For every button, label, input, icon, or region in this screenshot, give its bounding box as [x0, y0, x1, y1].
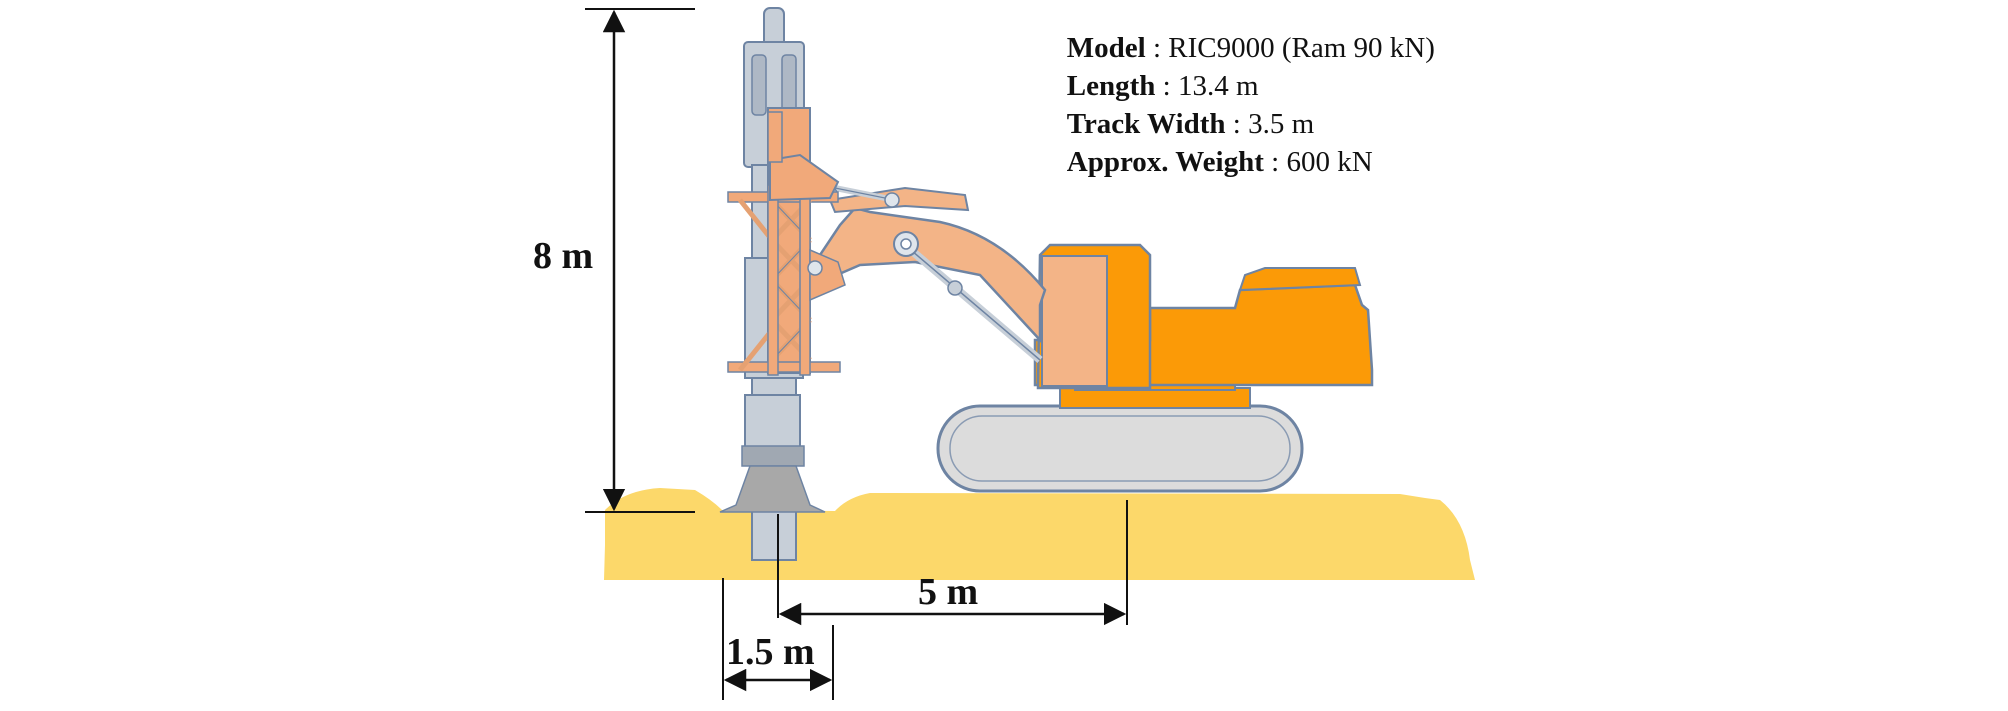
spec-block: Model : RIC9000 (Ram 90 kN) Length : 13.…	[1016, 32, 1471, 178]
base-plate	[719, 465, 826, 513]
cab-window	[1041, 255, 1108, 387]
model-label: Model	[1067, 32, 1146, 64]
spec-track-width: Track Width : 3.5 m	[1016, 108, 1350, 140]
mast-head	[769, 153, 840, 202]
mast-column-right	[799, 184, 811, 376]
weight-separator: :	[1264, 146, 1287, 178]
hammer-foot-block	[744, 394, 801, 451]
length-value: 13.4 m	[1178, 70, 1259, 102]
track-width-label: Track Width	[1067, 108, 1226, 140]
weight-value: 600 kN	[1286, 146, 1372, 178]
track-inner	[949, 415, 1291, 482]
mast-pin	[807, 260, 823, 276]
weight-label: Approx. Weight	[1067, 146, 1264, 178]
mast-guide	[767, 111, 783, 163]
track-width-separator: :	[1226, 108, 1249, 140]
crawler-track	[936, 404, 1304, 493]
spec-weight: Approx. Weight : 600 kN	[1016, 146, 1409, 178]
cylinder-pin	[947, 280, 963, 296]
length-separator: :	[1155, 70, 1178, 102]
model-separator: :	[1146, 32, 1169, 64]
counterweight	[1238, 267, 1362, 292]
model-value: RIC9000 (Ram 90 kN)	[1168, 32, 1435, 64]
boom-arm	[813, 206, 1047, 344]
spec-model: Model : RIC9000 (Ram 90 kN)	[1016, 32, 1471, 64]
mast-column-left	[767, 184, 779, 376]
track-width-value: 3.5 m	[1248, 108, 1315, 140]
ground	[604, 488, 1475, 580]
hammer-collar	[741, 445, 805, 467]
height-label: 8 m	[533, 235, 593, 277]
length-label: Length	[1067, 70, 1156, 102]
reach-label: 5 m	[918, 571, 978, 613]
spec-length: Length : 13.4 m	[1016, 70, 1295, 102]
mast-crossbar-bottom	[727, 361, 841, 373]
offset-label: 1.5 m	[726, 631, 815, 673]
